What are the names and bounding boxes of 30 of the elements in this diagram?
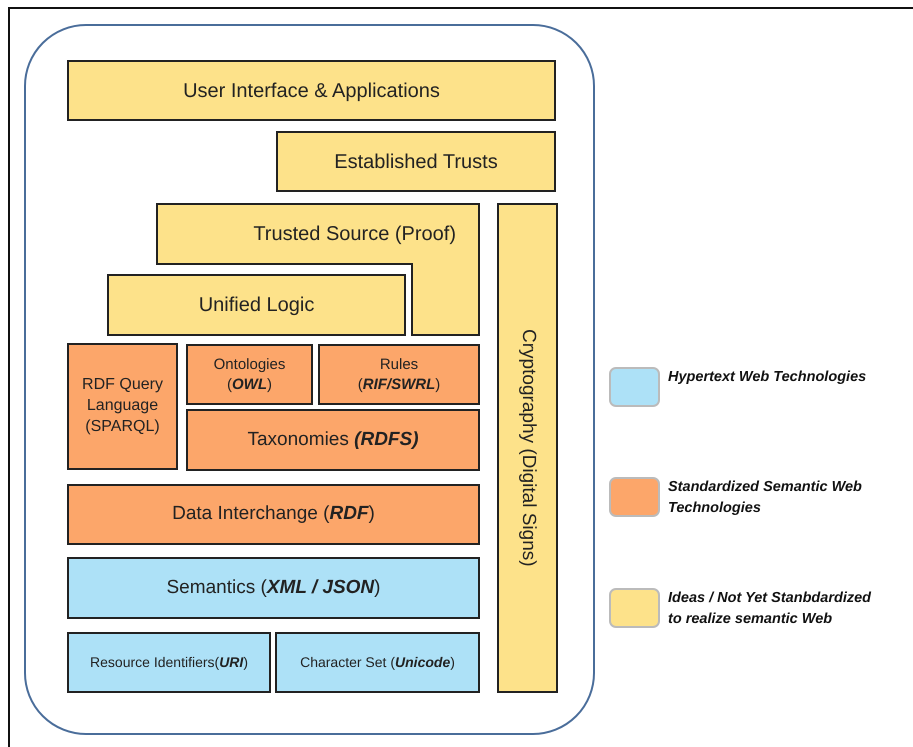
layer-box	[318, 344, 480, 405]
layer-label: Cryptography (Digital Signs)	[516, 329, 540, 567]
layer-box	[186, 344, 313, 405]
layer-label: Taxonomies (RDFS)	[247, 428, 419, 452]
layer-box	[67, 484, 480, 545]
layer-label: Ontologies (OWL)	[212, 355, 286, 394]
legend-label: Standardized Semantic Web Technologies	[668, 478, 863, 518]
stack-container	[24, 24, 595, 735]
legend-label: Ideas / Not Yet Stanbdardized to realize semantic Web	[668, 589, 872, 630]
layer-box	[67, 60, 556, 121]
layer-box	[276, 131, 556, 192]
layer-box	[67, 632, 271, 693]
layer-label: Unified Logic	[198, 293, 314, 318]
layer-box	[67, 343, 178, 470]
layer-label: Established Trusts	[334, 150, 498, 174]
layer-label: User Interface & Applications	[183, 78, 440, 104]
layer-label: Semantics (XML / JSON)	[166, 576, 380, 600]
layer-box	[186, 409, 480, 471]
vertical-layer-box	[497, 203, 558, 693]
layer-label: Rules (RIF/SWRL)	[356, 355, 442, 394]
layer-box	[275, 632, 480, 693]
layer-label: Data Interchange (RDF)	[172, 502, 375, 526]
l-shaped-layer-box	[156, 203, 480, 336]
layer-label: Character Set (Unicode)	[300, 653, 455, 672]
layer-box	[107, 274, 406, 336]
layer-label: Resource Identifiers(URI)	[90, 653, 248, 672]
layer-label: RDF Query Language (SPARQL)	[81, 375, 164, 437]
layer-label: Trusted Source (Proof)	[252, 222, 457, 246]
legend-label: Hypertext Web Technologies	[668, 368, 868, 387]
layer-box	[67, 557, 480, 619]
